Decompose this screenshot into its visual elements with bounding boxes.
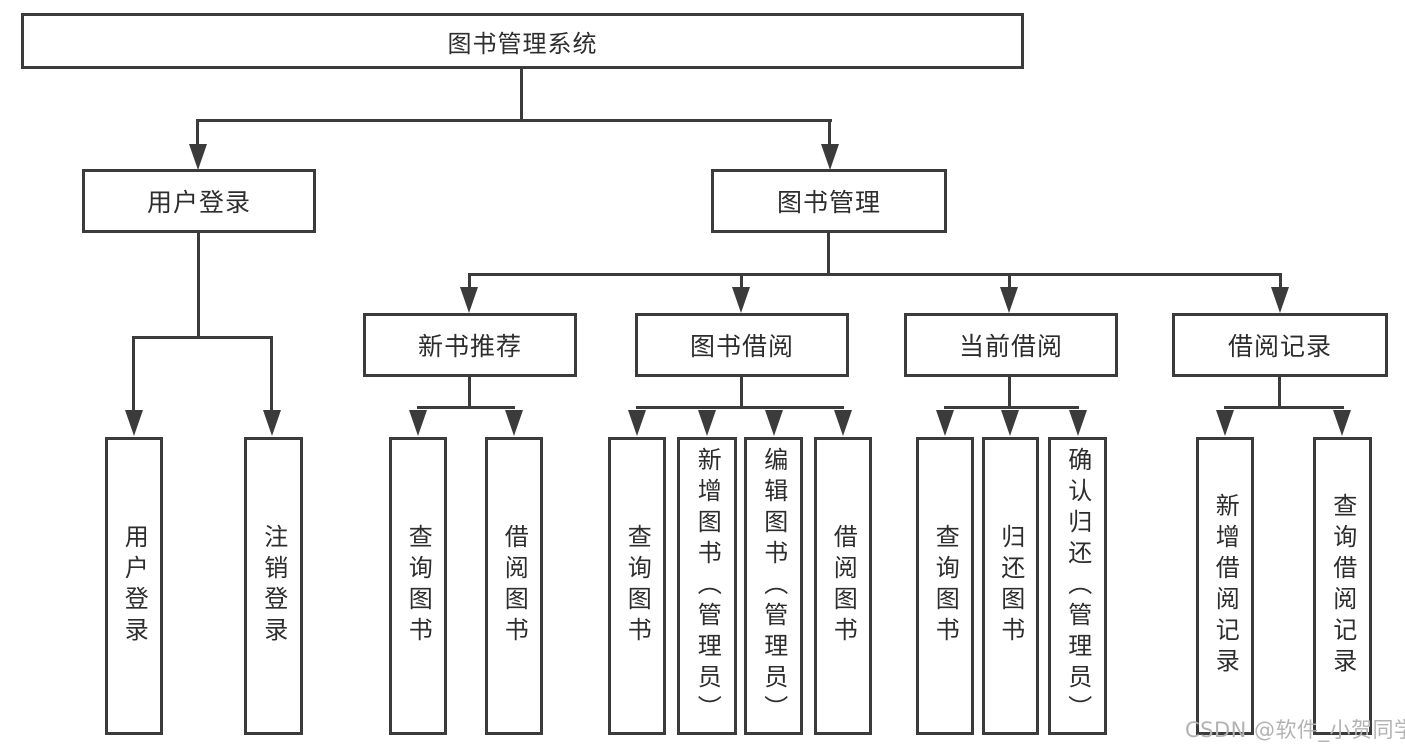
connector-line bbox=[740, 377, 743, 409]
arrowhead-down bbox=[732, 287, 750, 313]
arrowhead-down bbox=[125, 410, 143, 436]
node-leaf-logout-login-label: 注销登录 bbox=[259, 524, 288, 648]
node-nbr-query-book-label: 查询图书 bbox=[404, 524, 433, 648]
node-br-add-record: 新增借阅记录 bbox=[1196, 437, 1254, 735]
connector-line bbox=[944, 406, 1079, 409]
arrowhead-down bbox=[1333, 410, 1351, 436]
node-nbr-borrow-book-label: 借阅图书 bbox=[500, 524, 529, 648]
arrowhead-down bbox=[1069, 410, 1087, 436]
arrowhead-down bbox=[834, 410, 852, 436]
connector-line bbox=[132, 336, 135, 410]
arrowhead-down bbox=[765, 410, 783, 436]
arrowhead-down bbox=[263, 410, 281, 436]
connector-line bbox=[1008, 273, 1011, 288]
arrowhead-down bbox=[409, 410, 427, 436]
connector-line bbox=[468, 377, 471, 409]
node-cb-return-book-label: 归还图书 bbox=[996, 524, 1025, 648]
node-br-query-record-label: 查询借阅记录 bbox=[1328, 493, 1357, 679]
node-bb-query-book-label: 查询图书 bbox=[623, 524, 652, 648]
node-book-management: 图书管理 bbox=[711, 169, 947, 233]
node-bb-borrow-book-label: 借阅图书 bbox=[829, 524, 858, 648]
node-leaf-logout-login: 注销登录 bbox=[244, 437, 303, 735]
node-nbr-query-book: 查询图书 bbox=[389, 437, 447, 735]
arrowhead-down bbox=[1000, 287, 1018, 313]
node-book-management-label: 图书管理 bbox=[776, 188, 881, 217]
watermark-text: CSDN @软件_小贺同学 bbox=[1185, 718, 1405, 742]
node-user-login-label: 用户登录 bbox=[146, 188, 251, 217]
node-book-borrow-label: 图书借阅 bbox=[689, 332, 794, 361]
node-cb-query-book-label: 查询图书 bbox=[931, 524, 960, 648]
node-cb-confirm-return-label: 确认归还（管理员） bbox=[1063, 446, 1092, 726]
node-new-book-recommend: 新书推荐 bbox=[363, 313, 577, 377]
connector-line bbox=[520, 69, 523, 122]
node-leaf-user-login-label: 用户登录 bbox=[120, 524, 149, 648]
node-bb-query-book: 查询图书 bbox=[608, 437, 666, 735]
connector-line bbox=[468, 273, 1282, 276]
arrowhead-down bbox=[189, 144, 207, 170]
node-leaf-user-login: 用户登录 bbox=[105, 437, 163, 735]
node-bb-borrow-book: 借阅图书 bbox=[814, 437, 872, 735]
connector-line bbox=[1224, 406, 1344, 409]
connector-line bbox=[196, 119, 832, 122]
node-bb-edit-book-label: 编辑图书（管理员） bbox=[759, 446, 788, 726]
arrowhead-down bbox=[821, 144, 839, 170]
connector-line bbox=[1278, 377, 1281, 409]
node-bb-edit-book: 编辑图书（管理员） bbox=[744, 437, 803, 735]
node-borrow-record-label: 借阅记录 bbox=[1227, 332, 1332, 361]
arrowhead-down bbox=[460, 287, 478, 313]
node-user-login: 用户登录 bbox=[82, 169, 316, 233]
connector-line bbox=[132, 336, 273, 339]
arrowhead-down bbox=[1271, 287, 1289, 313]
connector-line bbox=[828, 119, 831, 147]
node-bb-add-book-label: 新增图书（管理员） bbox=[693, 446, 722, 726]
connector-line bbox=[827, 233, 830, 275]
connector-line bbox=[1279, 273, 1282, 288]
node-book-borrow: 图书借阅 bbox=[635, 313, 849, 377]
node-cb-confirm-return: 确认归还（管理员） bbox=[1048, 437, 1107, 735]
arrowhead-down bbox=[936, 410, 954, 436]
connector-line bbox=[636, 406, 844, 409]
node-current-borrow: 当前借阅 bbox=[904, 313, 1118, 377]
connector-line bbox=[417, 406, 515, 409]
connector-line bbox=[1008, 377, 1011, 409]
connector-line bbox=[468, 273, 471, 288]
arrowhead-down bbox=[1001, 410, 1019, 436]
node-br-add-record-label: 新增借阅记录 bbox=[1211, 493, 1240, 679]
arrowhead-down bbox=[628, 410, 646, 436]
node-root-label: 图书管理系统 bbox=[447, 29, 598, 58]
node-bb-add-book: 新增图书（管理员） bbox=[677, 437, 737, 735]
arrowhead-down bbox=[505, 410, 523, 436]
connector-line bbox=[740, 273, 743, 288]
node-nbr-borrow-book: 借阅图书 bbox=[485, 437, 543, 735]
node-br-query-record: 查询借阅记录 bbox=[1313, 437, 1372, 735]
node-current-borrow-label: 当前借阅 bbox=[958, 332, 1063, 361]
node-cb-query-book: 查询图书 bbox=[916, 437, 974, 735]
arrowhead-down bbox=[1216, 410, 1234, 436]
connector-line bbox=[196, 119, 199, 147]
connector-line bbox=[270, 336, 273, 410]
node-new-book-recommend-label: 新书推荐 bbox=[417, 332, 522, 361]
connector-line bbox=[197, 233, 200, 338]
arrowhead-down bbox=[698, 410, 716, 436]
node-cb-return-book: 归还图书 bbox=[982, 437, 1039, 735]
node-root: 图书管理系统 bbox=[21, 13, 1024, 69]
node-borrow-record: 借阅记录 bbox=[1172, 313, 1388, 377]
